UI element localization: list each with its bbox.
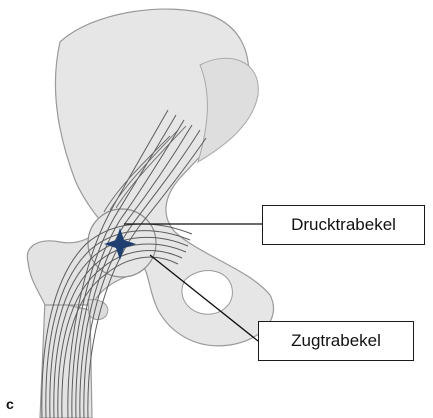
ilium-wing (198, 58, 258, 162)
panel-letter: c (6, 396, 14, 412)
tension-label: Zugtrabekel (258, 321, 414, 361)
obturator-foramen (182, 271, 232, 315)
compression-label: Drucktrabekel (262, 205, 425, 245)
